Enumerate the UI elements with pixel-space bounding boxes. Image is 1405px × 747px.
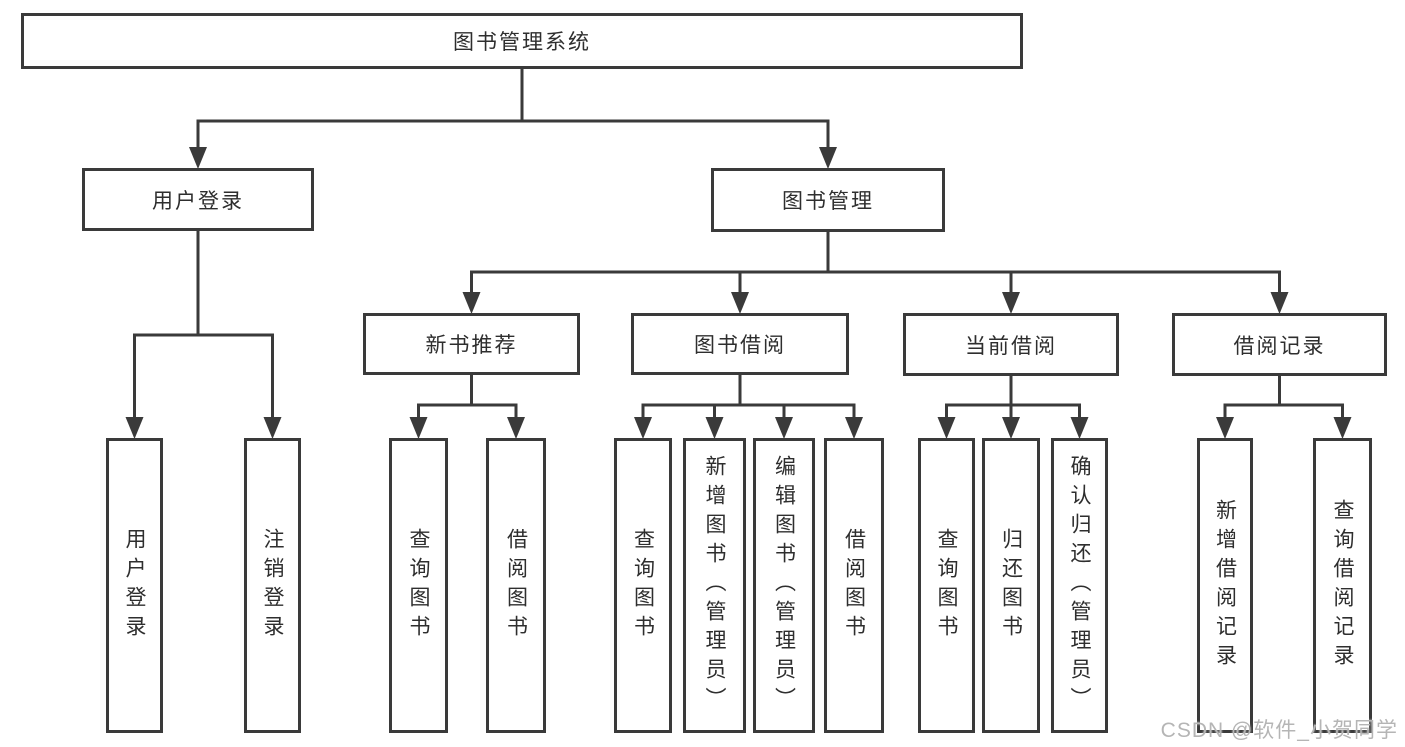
node-bb-add-books: 新增图书（管理员） bbox=[683, 438, 746, 733]
arrowhead-icon bbox=[775, 417, 793, 439]
node-label: 查询图书 bbox=[407, 527, 430, 644]
arrowhead-icon bbox=[634, 417, 652, 439]
node-cb-confirm-return: 确认归还（管理员） bbox=[1051, 438, 1108, 733]
node-label: 新增图书（管理员） bbox=[703, 455, 726, 716]
node-label: 借阅图书 bbox=[504, 527, 528, 644]
node-label: 图书借阅 bbox=[694, 334, 786, 357]
node-leaf-logout: 注销登录 bbox=[244, 438, 301, 733]
arrowhead-icon bbox=[1333, 417, 1352, 439]
arrowhead-icon bbox=[845, 417, 863, 439]
arrowhead-icon bbox=[1002, 417, 1020, 439]
node-user-login: 用户登录 bbox=[82, 168, 314, 231]
node-label: 用户登录 bbox=[123, 527, 146, 644]
arrowhead-icon bbox=[1070, 417, 1089, 439]
arrowhead-icon bbox=[819, 147, 837, 169]
node-label: 查询借阅记录 bbox=[1331, 498, 1354, 673]
node-cb-return-books: 归还图书 bbox=[982, 438, 1040, 733]
node-label: 查询图书 bbox=[631, 527, 655, 644]
node-leaf-user-login: 用户登录 bbox=[106, 438, 163, 733]
node-new-book-recommend: 新书推荐 bbox=[363, 313, 580, 375]
arrowhead-icon bbox=[125, 417, 144, 439]
watermark: CSDN @软件_小贺同学 bbox=[1160, 719, 1398, 742]
node-label: 新增借阅记录 bbox=[1213, 498, 1237, 673]
node-br-query-record: 查询借阅记录 bbox=[1313, 438, 1372, 733]
arrowhead-icon bbox=[1270, 292, 1289, 314]
arrowhead-icon bbox=[1216, 417, 1234, 439]
node-label: 注销登录 bbox=[261, 527, 284, 644]
node-label: 确认归还（管理员） bbox=[1068, 455, 1091, 716]
arrowhead-icon bbox=[409, 417, 428, 439]
node-label: 图书管理系统 bbox=[453, 31, 591, 54]
node-current-borrowing: 当前借阅 bbox=[903, 313, 1119, 376]
arrowhead-icon bbox=[705, 417, 724, 439]
node-rec-borrow-books: 借阅图书 bbox=[486, 438, 546, 733]
node-book-borrowing: 图书借阅 bbox=[631, 313, 849, 375]
node-label: 新书推荐 bbox=[425, 334, 518, 357]
node-label: 借阅图书 bbox=[842, 527, 866, 644]
arrowhead-icon bbox=[731, 292, 749, 314]
node-borrowing-records: 借阅记录 bbox=[1172, 313, 1387, 376]
node-label: 查询图书 bbox=[935, 527, 958, 644]
node-system: 图书管理系统 bbox=[21, 13, 1023, 69]
arrowhead-icon bbox=[263, 417, 282, 439]
node-label: 归还图书 bbox=[999, 527, 1023, 644]
node-br-add-record: 新增借阅记录 bbox=[1197, 438, 1253, 733]
arrowhead-icon bbox=[189, 147, 207, 169]
node-bb-query-books: 查询图书 bbox=[614, 438, 672, 733]
node-label: 编辑图书（管理员） bbox=[772, 455, 796, 716]
arrowhead-icon bbox=[462, 292, 481, 314]
node-bb-borrow-books: 借阅图书 bbox=[824, 438, 884, 733]
node-book-management: 图书管理 bbox=[711, 168, 945, 232]
arrowhead-icon bbox=[507, 417, 525, 439]
node-bb-edit-books: 编辑图书（管理员） bbox=[753, 438, 815, 733]
arrowhead-icon bbox=[937, 417, 956, 439]
node-label: 借阅记录 bbox=[1233, 334, 1326, 358]
node-rec-query-books: 查询图书 bbox=[389, 438, 448, 733]
node-label: 图书管理 bbox=[782, 190, 874, 213]
node-label: 用户登录 bbox=[152, 189, 244, 213]
arrowhead-icon bbox=[1002, 292, 1020, 314]
node-label: 当前借阅 bbox=[965, 334, 1057, 358]
node-cb-query-books: 查询图书 bbox=[918, 438, 975, 733]
